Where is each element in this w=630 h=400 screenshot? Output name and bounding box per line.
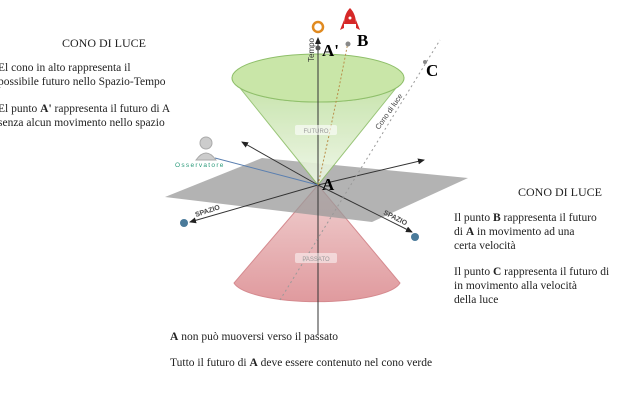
axis-back-right xyxy=(317,158,425,186)
right-title: CONO DI LUCE xyxy=(518,185,602,199)
left-p2-line2: senza alcun movimento nello spazio xyxy=(0,117,165,129)
space-right-marker-icon xyxy=(411,233,419,241)
point-b-label: B xyxy=(357,31,368,50)
a-prime-marker-icon xyxy=(311,20,325,34)
worldline-b xyxy=(317,41,349,186)
point-a-prime-dot xyxy=(315,45,321,51)
point-c-label: C xyxy=(426,61,438,80)
point-b-dot xyxy=(345,41,351,47)
right-p2-line3: della luce xyxy=(454,294,499,306)
observer-line xyxy=(214,157,319,186)
space-axis-right xyxy=(317,184,413,233)
past-label: PASSATO xyxy=(302,257,330,263)
right-p1-line3: certa velocità xyxy=(454,240,516,252)
point-c-dot xyxy=(423,60,427,64)
observer-label: Osservatore xyxy=(175,162,225,169)
time-label: Tempo xyxy=(307,37,316,62)
space-plane xyxy=(165,158,468,222)
point-a-label: A xyxy=(322,175,335,194)
left-p2-line1: El punto A' rappresenta il futuro di A xyxy=(0,103,171,115)
space-left-marker-icon xyxy=(180,219,188,227)
left-title: CONO DI LUCE xyxy=(62,36,146,50)
past-label-badge xyxy=(295,253,337,263)
rocket-icon xyxy=(340,8,360,30)
right-p2-line2: in movimento alla velocità xyxy=(454,280,577,292)
axis-back-left xyxy=(241,141,319,186)
bottom-line1: A non può muoversi verso il passato xyxy=(170,331,339,343)
left-p1-line1: El cono in alto rappresenta il xyxy=(0,62,131,74)
right-p2-line1: Il punto C rappresenta il futuro di xyxy=(454,266,610,278)
observer-icon xyxy=(195,136,217,161)
right-p1-line1: Il punto B rappresenta il futuro xyxy=(454,212,597,224)
right-p1-line2: di A in movimento ad una xyxy=(454,226,575,238)
left-p1-line2: possibile futuro nello Spazio-Tempo xyxy=(0,76,166,88)
past-cone xyxy=(233,184,401,303)
bottom-line2: Tutto il futuro di A deve essere contenu… xyxy=(170,357,433,369)
point-a-prime-label: A' xyxy=(322,41,339,60)
future-label-badge xyxy=(295,125,337,135)
future-label: FUTURO xyxy=(304,129,329,135)
space-axis-left xyxy=(189,184,319,224)
